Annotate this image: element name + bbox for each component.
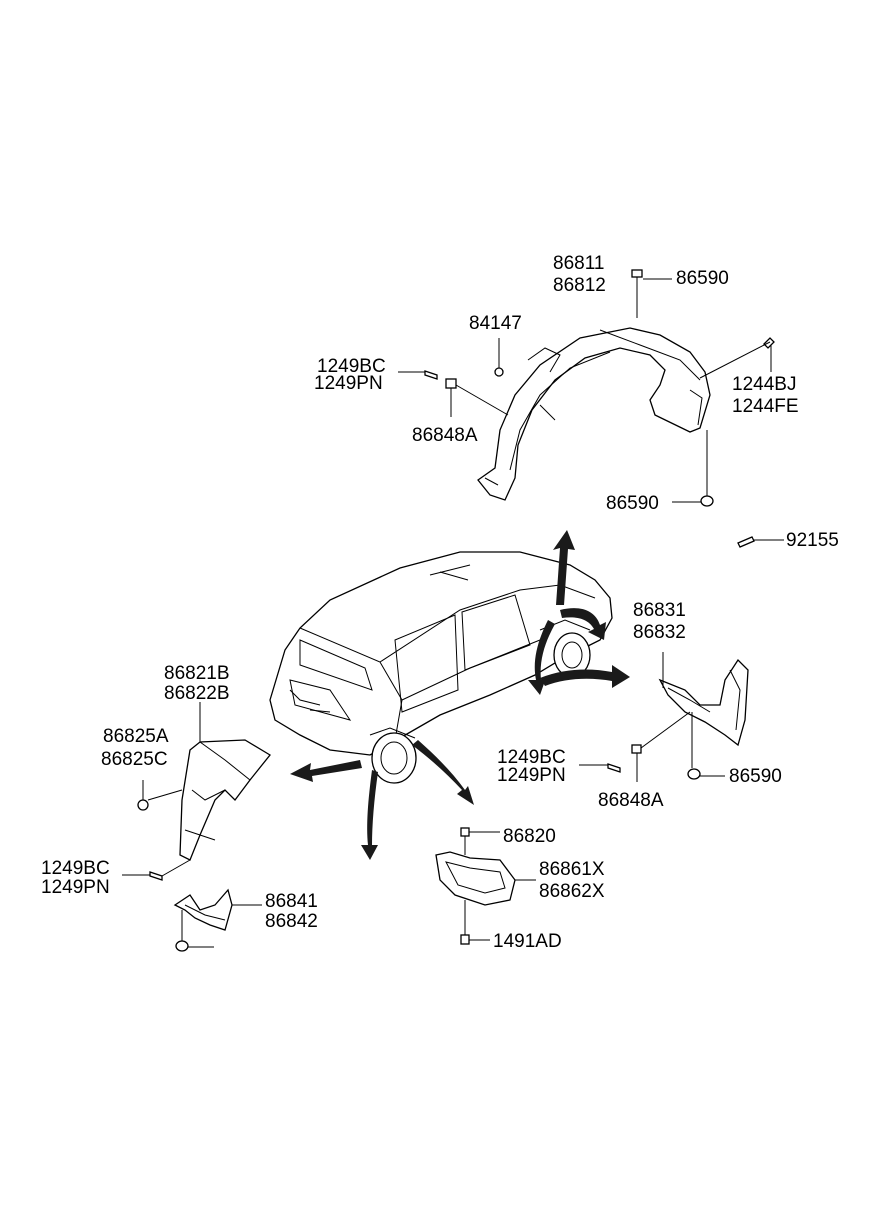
- part-label: 86862X: [539, 881, 605, 902]
- part-label: 86825A: [103, 726, 169, 747]
- part-label: 86812: [553, 275, 606, 296]
- part-label: 92155: [786, 530, 839, 551]
- part-label: 1249BC: [317, 356, 386, 377]
- part-label: 86821B: [164, 663, 230, 684]
- part-label: 86841: [265, 891, 318, 912]
- part-label: 86590: [729, 766, 782, 787]
- screw-1249-top: [398, 370, 438, 380]
- rear-extension-86821B: [179, 702, 271, 861]
- part-label: 1249PN: [41, 877, 110, 898]
- part-label: 1249PN: [314, 373, 383, 394]
- part-label: 1244BJ: [732, 374, 797, 395]
- part-label: 1244FE: [732, 396, 799, 417]
- vehicle-body: [269, 551, 613, 784]
- part-label: 1491AD: [493, 931, 562, 952]
- fastener-86590-right: [687, 768, 725, 780]
- part-label: 86861X: [539, 859, 605, 880]
- part-label: 86825C: [101, 749, 168, 770]
- part-label: 86832: [633, 622, 686, 643]
- pointer-arrows: [290, 530, 630, 860]
- part-label: 1249PN: [497, 765, 566, 786]
- nut-86848A-top: [445, 378, 509, 417]
- fastener-86590-top: [631, 269, 672, 318]
- nut-86848A-right: [631, 711, 691, 782]
- part-label: 86820: [503, 826, 556, 847]
- mud-flap-86841: [173, 888, 262, 952]
- part-label: 86831: [633, 600, 686, 621]
- screw-1249-left: [122, 859, 191, 881]
- fastener-86590-mid: [672, 430, 714, 507]
- part-label: 86842: [265, 911, 318, 932]
- screw-1249-right: [579, 763, 621, 773]
- clip-84147: [494, 338, 504, 377]
- part-label: 86848A: [598, 790, 664, 811]
- bolt-92155: [737, 536, 784, 548]
- sill-cover-86861X: [435, 827, 536, 945]
- part-label: 1249BC: [497, 747, 566, 768]
- part-label: 1249BC: [41, 858, 110, 879]
- part-label: 86590: [606, 493, 659, 514]
- part-label: 86848A: [412, 425, 478, 446]
- mud-guard-86831: [658, 652, 749, 768]
- front-wheel-liner: [477, 327, 711, 501]
- nut-86825: [137, 780, 183, 811]
- part-label: 86590: [676, 268, 729, 289]
- part-label: 84147: [469, 313, 522, 334]
- screw-1244: [699, 337, 775, 379]
- part-label: 86811: [553, 253, 605, 274]
- part-label: 86822B: [164, 683, 230, 704]
